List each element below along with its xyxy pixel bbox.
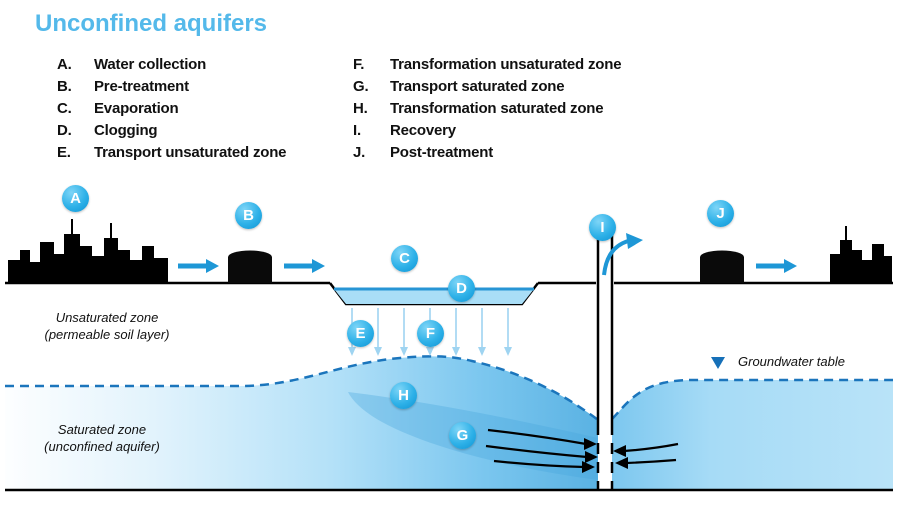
unsaturated-zone-label: Unsaturated zone (permeable soil layer)	[22, 309, 192, 343]
legend-label: Recovery	[390, 122, 456, 139]
legend-label: Transport unsaturated zone	[94, 144, 287, 161]
badge-b-pre-treatment: B	[235, 202, 262, 229]
legend-item-f: F. Transformation unsaturated zone	[353, 54, 673, 76]
recovery-arrow	[602, 233, 643, 276]
legend-label: Water collection	[94, 56, 207, 73]
legend-column-left: A. Water collection B. Pre-treatment C. …	[57, 54, 353, 164]
legend-item-e: E. Transport unsaturated zone	[57, 142, 353, 164]
legend-letter: C.	[57, 100, 72, 117]
water-table-marker-icon	[711, 357, 725, 369]
legend-letter: E.	[57, 144, 71, 161]
recovery-well	[596, 233, 614, 489]
badge-e-transport-unsaturated: E	[347, 320, 374, 347]
saturated-flow-arrows-right	[613, 442, 679, 469]
badge-j-post-treatment: J	[707, 200, 734, 227]
legend-item-j: J. Post-treatment	[353, 142, 673, 164]
infiltration-arrows	[348, 308, 512, 356]
legend-item-g: G. Transport saturated zone	[353, 76, 673, 98]
saturated-zone-label-line2: (unconfined aquifer)	[44, 439, 160, 454]
legend-item-d: D. Clogging	[57, 120, 353, 142]
badge-h-transformation-saturated: H	[390, 382, 417, 409]
badge-g-transport-saturated: G	[449, 422, 476, 449]
legend-label: Transformation saturated zone	[390, 100, 604, 117]
unsaturated-zone-label-line2: (permeable soil layer)	[44, 327, 170, 342]
legend-label: Post-treatment	[390, 144, 494, 161]
flow-arrows	[178, 259, 797, 273]
legend-column-right: F. Transformation unsaturated zone G. Tr…	[353, 54, 673, 164]
city-skyline-right	[830, 226, 892, 283]
legend-label: Clogging	[94, 122, 158, 139]
groundwater-table-line	[5, 355, 893, 421]
legend-item-i: I. Recovery	[353, 120, 673, 142]
legend-label: Transformation unsaturated zone	[390, 56, 622, 73]
legend-letter: A.	[57, 56, 72, 73]
badge-i-recovery: I	[589, 214, 616, 241]
legend-letter: B.	[57, 78, 72, 95]
legend-item-h: H. Transformation saturated zone	[353, 98, 673, 120]
legend-letter: J.	[353, 144, 366, 161]
legend-letter: D.	[57, 122, 72, 139]
city-skyline-left	[8, 219, 168, 283]
legend-item-a: A. Water collection	[57, 54, 353, 76]
saturated-flow-arrows-left	[485, 428, 598, 473]
badge-a-water-collection: A	[62, 185, 89, 212]
pre-treatment-tank	[228, 250, 272, 283]
saturated-zone-label: Saturated zone (unconfined aquifer)	[18, 421, 186, 455]
post-treatment-tank	[700, 250, 744, 283]
groundwater-table-label: Groundwater table	[738, 354, 845, 369]
badge-c-evaporation: C	[391, 245, 418, 272]
legend-label: Evaporation	[94, 100, 179, 117]
saturated-zone-label-line1: Saturated zone	[57, 422, 147, 437]
badge-f-transformation-unsaturated: F	[417, 320, 444, 347]
page-title: Unconfined aquifers	[35, 10, 268, 37]
legend-label: Pre-treatment	[94, 78, 189, 95]
legend-item-b: B. Pre-treatment	[57, 76, 353, 98]
badge-d-clogging: D	[448, 275, 475, 302]
legend-label: Transport saturated zone	[390, 78, 565, 95]
legend-letter: F.	[353, 56, 365, 73]
legend-letter: I.	[353, 122, 361, 139]
basin-water	[334, 287, 534, 304]
legend-letter: H.	[353, 100, 368, 117]
legend-item-c: C. Evaporation	[57, 98, 353, 120]
unsaturated-zone-label-line1: Unsaturated zone	[55, 310, 159, 325]
legend-letter: G.	[353, 78, 369, 95]
legend: A. Water collection B. Pre-treatment C. …	[57, 54, 673, 164]
